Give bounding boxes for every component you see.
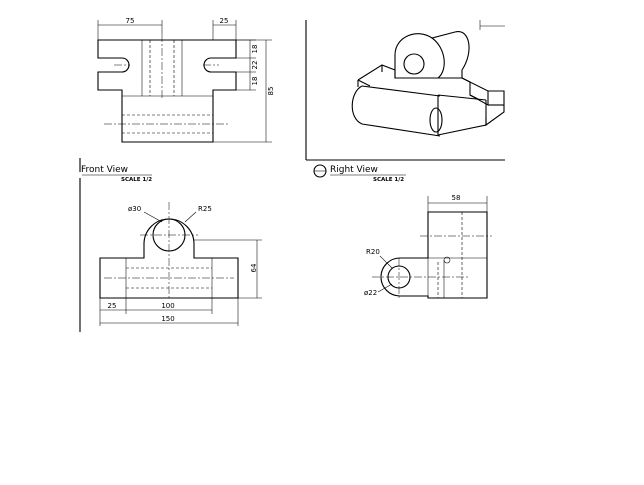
dim-25-front: 25: [108, 302, 117, 310]
dim-75: 75: [126, 17, 135, 25]
dim-22: 22: [251, 61, 259, 70]
right-view: 58 R20 ø22: [364, 194, 492, 300]
dim-r25: R25: [198, 205, 212, 213]
isometric-view: [305, 20, 505, 161]
right-view-scale: SCALE 1/2: [373, 177, 404, 183]
front-view-scale: SCALE 1/2: [121, 177, 152, 183]
dim-dia30: ø30: [128, 205, 141, 213]
dim-58: 58: [452, 194, 461, 202]
dim-18-upper: 18: [251, 45, 259, 54]
dim-25-top: 25: [220, 17, 229, 25]
dim-100: 100: [161, 302, 174, 310]
right-view-label: Right View SCALE 1/2: [313, 164, 406, 183]
dim-85: 85: [267, 87, 275, 96]
front-view-label: Front View SCALE 1/2: [79, 158, 152, 183]
dim-dia22: ø22: [364, 289, 377, 297]
dim-64: 64: [250, 263, 258, 272]
front-view: ø30 R25 64 25 100 150: [99, 202, 262, 326]
dim-18-lower: 18: [251, 77, 259, 86]
right-view-title: Right View: [330, 165, 378, 175]
dim-r20: R20: [366, 248, 380, 256]
top-view: 75 25 18 22 18 85: [97, 17, 275, 143]
front-view-title: Front View: [81, 165, 128, 175]
dim-150: 150: [161, 315, 174, 323]
